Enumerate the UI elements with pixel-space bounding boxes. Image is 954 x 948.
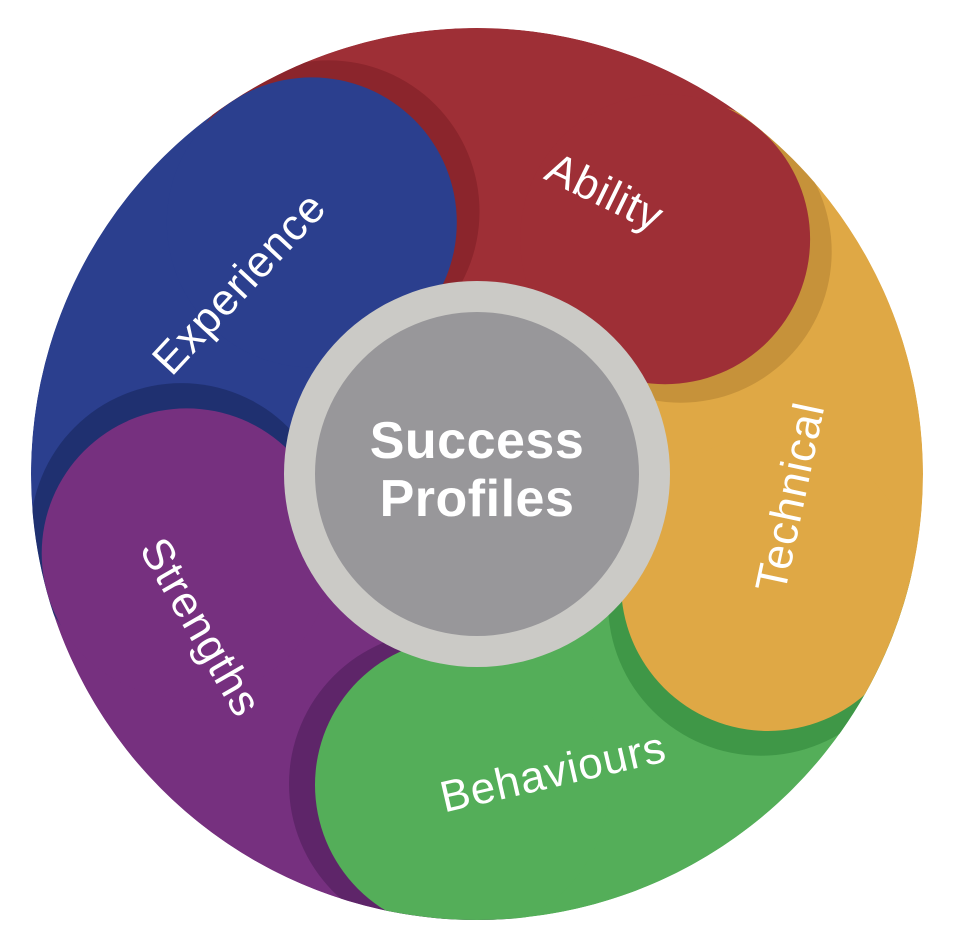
petal-head-experience [166, 77, 457, 368]
center-circle [315, 312, 639, 636]
center-title-line-2: Profiles [380, 470, 575, 528]
petal-head-technical [621, 437, 915, 731]
center-title-line-1: Success [370, 412, 585, 470]
petal-head-behaviours [315, 638, 609, 920]
petal-head-ability [520, 94, 811, 385]
petal-head-strengths [41, 408, 332, 699]
